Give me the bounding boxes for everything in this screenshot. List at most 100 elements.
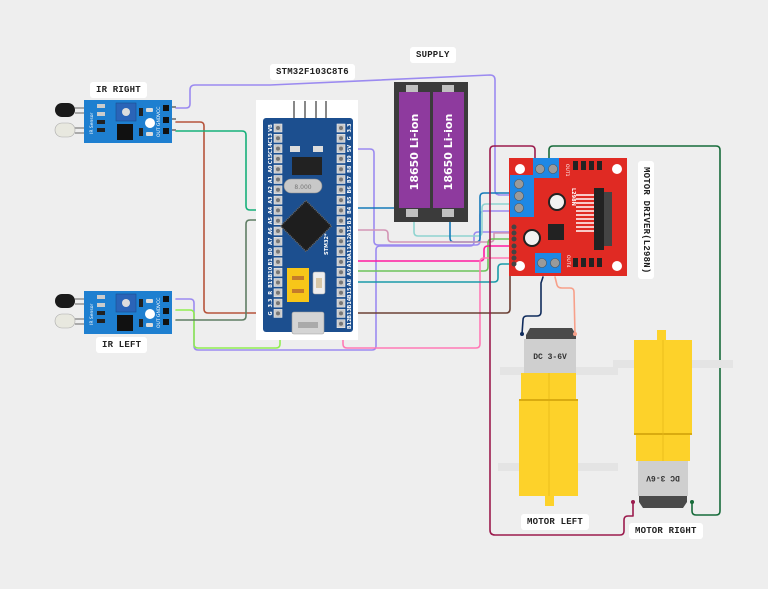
- comparator-chip: [117, 315, 133, 331]
- motor-gearbox: [521, 373, 576, 400]
- stm32-pin-hole: [339, 156, 343, 161]
- svg-text:DC 3-6V: DC 3-6V: [533, 353, 567, 362]
- label-stm32: STM32F103C8T6: [270, 64, 355, 80]
- svg-text:GND: GND: [156, 306, 162, 317]
- stm32-pin-hole: [339, 198, 343, 203]
- pin-gnd[interactable]: [163, 308, 169, 314]
- stm32-pin-hole: [339, 136, 343, 141]
- svg-text:OUT4: OUT4: [565, 255, 571, 268]
- wire-enb[interactable]: [345, 263, 515, 283]
- crystal: [283, 178, 323, 194]
- stm32-pin-hole: [339, 177, 343, 182]
- stm32-pin-hole: [276, 198, 280, 203]
- stm32-pin-hole: [276, 187, 280, 192]
- pin-vcc[interactable]: [163, 105, 169, 111]
- wire-out3-motor-left[interactable]: [521, 276, 544, 335]
- ir-sensor-left[interactable]: IR Sensor VCC GND OUT: [54, 291, 172, 334]
- stm32-pin-hole: [339, 239, 343, 244]
- pin-out[interactable]: [163, 319, 169, 325]
- stm32-pin-label: G: [268, 311, 274, 315]
- wire-in1[interactable]: [345, 238, 515, 272]
- l298n-driver[interactable]: L298N OUT1 OUT4: [509, 158, 627, 276]
- wires: [175, 74, 721, 536]
- motor-endcap: [526, 328, 576, 340]
- label-ir-left: IR LEFT: [96, 337, 148, 353]
- svg-text:L298N: L298N: [570, 188, 576, 206]
- driver-regulator: [548, 224, 564, 240]
- stm32-pin-hole: [276, 301, 280, 306]
- stm32-pin-hole: [276, 167, 280, 172]
- stm32-pin-hole: [339, 218, 343, 223]
- stm32-pin-hole: [339, 280, 343, 285]
- label-supply: SUPPLY: [410, 47, 456, 63]
- stm32-pin-hole: [276, 280, 280, 285]
- wire-ir-left-out[interactable]: [175, 219, 279, 321]
- stm32-pin-label: A10: [347, 256, 353, 267]
- terminal-out3-out4[interactable]: [535, 253, 561, 273]
- stm32-pin-hole: [339, 321, 343, 326]
- boot-jumper[interactable]: [287, 268, 309, 302]
- wire-ir-right-out[interactable]: [175, 130, 279, 211]
- wire-ena[interactable]: [345, 229, 515, 243]
- motor-right[interactable]: DC 3-6V: [613, 330, 733, 508]
- stm32-board[interactable]: VBC13C14C15A0A1A2A3A4A5A6A7B0B1B10B11R3.…: [256, 100, 358, 340]
- motor-gearbox-body: [519, 400, 578, 496]
- stm32-pin-label: B4: [347, 206, 353, 214]
- wire-out1-motor-right[interactable]: [548, 145, 721, 516]
- svg-text:VCC: VCC: [156, 107, 162, 116]
- stm32-pin-label: B3: [347, 217, 353, 225]
- stm32-pin-hole: [339, 270, 343, 275]
- wire-ir-left-vcc[interactable]: [175, 231, 515, 351]
- stm32-pin-label: A2: [268, 186, 274, 194]
- wire-ir-left-gnd[interactable]: [175, 309, 281, 349]
- stm32-pin-hole: [339, 187, 343, 192]
- label-motor-driver: MOTOR DRIVER(L298N): [638, 161, 654, 280]
- svg-text:8.000: 8.000: [294, 184, 311, 191]
- stm32-pin-hole: [276, 156, 280, 161]
- stm32-pin-label: A0: [268, 165, 274, 173]
- stm32-pin-label: B5: [347, 196, 353, 204]
- wire-out4-motor-left[interactable]: [554, 276, 576, 335]
- wire-ir-right-gnd[interactable]: [175, 121, 284, 314]
- stm32-pin-label: A4: [268, 206, 274, 214]
- stm32-pin-label: A15: [347, 225, 353, 236]
- stm32-pin-label: C15: [268, 153, 274, 164]
- pin-gnd[interactable]: [163, 117, 169, 123]
- wire-in4[interactable]: [342, 257, 515, 349]
- stm32-pin-label: 5V: [347, 145, 353, 152]
- battery-holder[interactable]: 18650 Li-ion 18650 Li-ion: [394, 82, 468, 222]
- stm32-pin-label: C13: [268, 132, 274, 143]
- stm32-pin-hole: [276, 270, 280, 275]
- svg-text:DC 3-6V: DC 3-6V: [646, 473, 680, 482]
- stm32-pin-hole: [339, 311, 343, 316]
- stm32-pin-hole: [276, 126, 280, 130]
- stm32-pin-label: B15: [347, 287, 353, 298]
- stm32-pin-label: 3.3: [347, 123, 353, 132]
- wire-battery-out-1[interactable]: [413, 203, 515, 237]
- stm32-pin-label: B9: [347, 155, 353, 163]
- ir-sensor-right[interactable]: IR Sensor VCC GND OUT: [54, 100, 176, 143]
- stm32-pin-label: A5: [268, 217, 274, 225]
- stm32-pin-label: A1: [268, 175, 274, 183]
- wire-gnd-link[interactable]: [345, 273, 511, 314]
- stm32-pin-hole: [276, 208, 280, 213]
- label-motor-left: MOTOR LEFT: [521, 514, 590, 530]
- pin-out[interactable]: [163, 128, 169, 134]
- battery-cell-2: [433, 92, 464, 208]
- stm32-pin-label: C14: [268, 143, 274, 154]
- wire-in2[interactable]: [345, 245, 515, 262]
- control-header: [511, 224, 517, 267]
- stm32-right-pins: 3.3G5VB9B8B7B6B5B4B3A15A12A11A10A9A8B15B…: [336, 123, 353, 329]
- svg-text:OUT1: OUT1: [564, 164, 570, 177]
- stm32-pin-label: B7: [347, 175, 353, 183]
- label-ir-right: IR RIGHT: [90, 82, 147, 98]
- motor-left[interactable]: DC 3-6V: [498, 328, 618, 506]
- wire-out2-motor-right[interactable]: [489, 145, 634, 536]
- svg-text:STM32*: STM32*: [324, 233, 330, 255]
- motor-endcap: [639, 496, 687, 508]
- pin-vcc[interactable]: [163, 296, 169, 302]
- stm32-pin-hole: [339, 126, 343, 130]
- stm32-pin-label: B11: [268, 277, 274, 288]
- label-motor-right: MOTOR RIGHT: [629, 523, 703, 539]
- svg-text:18650 Li-ion: 18650 Li-ion: [408, 114, 421, 191]
